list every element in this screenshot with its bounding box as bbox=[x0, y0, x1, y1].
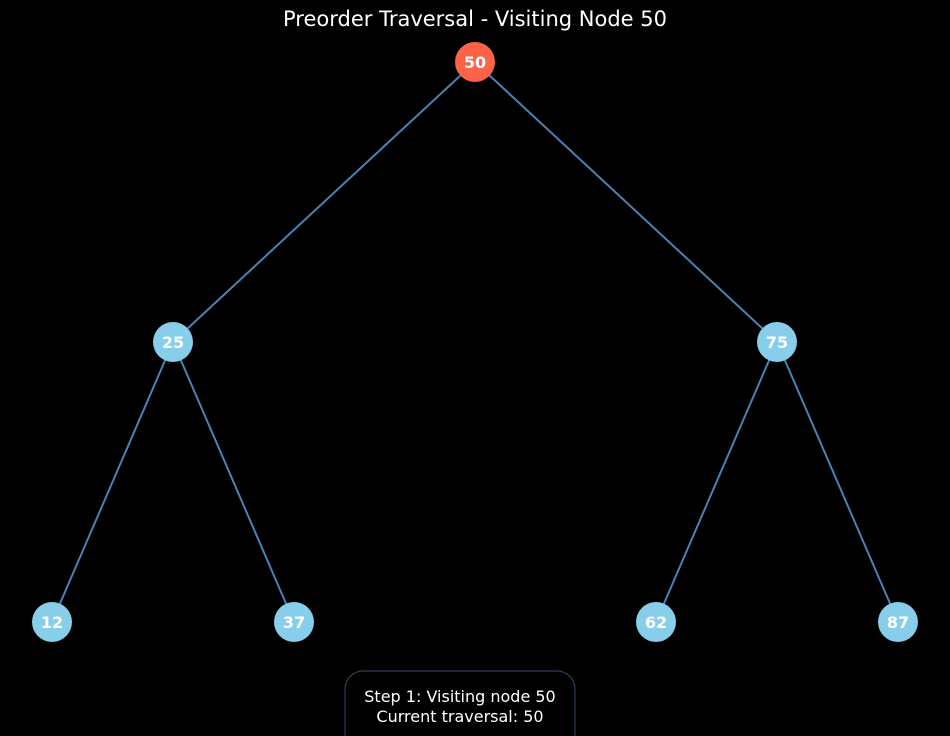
node-circle-50 bbox=[455, 42, 495, 82]
node-circle-75 bbox=[757, 322, 797, 362]
tree-node-75: 75 bbox=[757, 322, 797, 362]
tree-node-50: 50 bbox=[455, 42, 495, 82]
node-circle-62 bbox=[636, 602, 676, 642]
edge-25-37 bbox=[172, 341, 295, 623]
node-circle-87 bbox=[878, 602, 918, 642]
tree-node-25: 25 bbox=[153, 322, 193, 362]
edge-25-12 bbox=[51, 341, 174, 623]
tree-node-37: 37 bbox=[274, 602, 314, 642]
tree-node-62: 62 bbox=[636, 602, 676, 642]
node-circle-12 bbox=[32, 602, 72, 642]
node-label-25: 25 bbox=[162, 333, 184, 352]
edge-50-75 bbox=[474, 61, 778, 343]
node-label-12: 12 bbox=[41, 613, 63, 632]
node-label-50: 50 bbox=[464, 53, 486, 72]
status-traversal-text: Current traversal: 50 bbox=[376, 707, 543, 726]
edge-75-87 bbox=[776, 341, 899, 623]
node-label-87: 87 bbox=[887, 613, 909, 632]
status-box-frame bbox=[344, 670, 576, 736]
node-label-37: 37 bbox=[283, 613, 305, 632]
tree-nodes: 50 25 75 12 37 62 87 bbox=[32, 42, 918, 642]
node-label-62: 62 bbox=[645, 613, 667, 632]
edge-75-62 bbox=[655, 341, 778, 623]
node-label-75: 75 bbox=[766, 333, 788, 352]
tree-edges bbox=[51, 61, 899, 623]
status-box: Step 1: Visiting node 50 Current travers… bbox=[344, 670, 576, 736]
node-circle-25 bbox=[153, 322, 193, 362]
edge-50-25 bbox=[172, 61, 476, 343]
tree-node-12: 12 bbox=[32, 602, 72, 642]
node-circle-37 bbox=[274, 602, 314, 642]
tree-node-87: 87 bbox=[878, 602, 918, 642]
status-step-text: Step 1: Visiting node 50 bbox=[364, 687, 555, 706]
diagram-title: Preorder Traversal - Visiting Node 50 bbox=[283, 7, 667, 31]
